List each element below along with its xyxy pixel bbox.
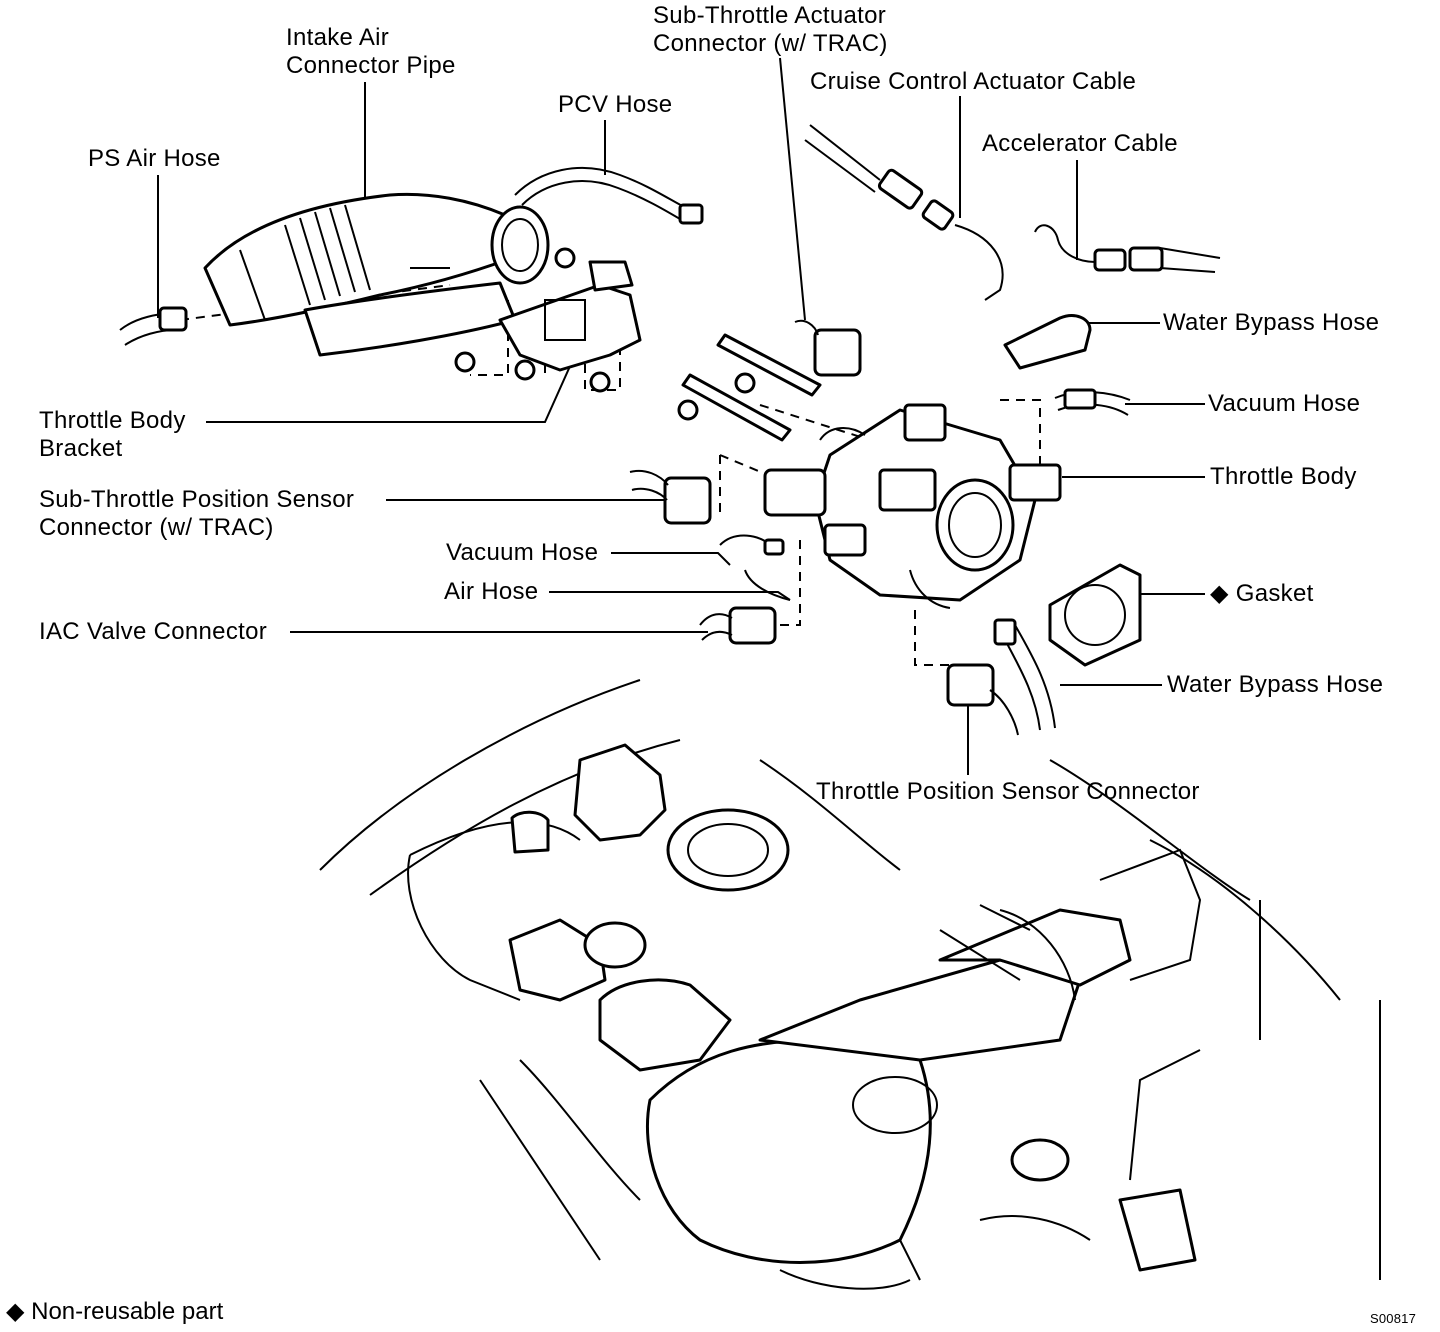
label-iac-valve-connector: IAC Valve Connector [39, 618, 268, 645]
label-line-2: Connector Pipe [286, 52, 456, 79]
iac-valve-connector-part [699, 606, 777, 645]
label-throttle-body-bracket: Throttle Body Bracket [39, 407, 186, 463]
sub-throttle-actuator-connector-part [677, 319, 862, 442]
sub-throttle-position-sensor-connector-part [629, 469, 712, 525]
label-sub-throttle-position-sensor-connector: Sub-Throttle Position Sensor Connector (… [39, 486, 354, 542]
water-bypass-hose-upper-part [1003, 314, 1092, 370]
label-cruise-control-actuator-cable: Cruise Control Actuator Cable [810, 68, 1137, 95]
label-water-bypass-hose-lower: Water Bypass Hose [1167, 671, 1384, 698]
accelerator-cable-part [1034, 224, 1221, 273]
label-line-1: Sub-Throttle Position Sensor [39, 486, 355, 513]
pcv-hose-part [514, 167, 704, 225]
label-accelerator-cable: Accelerator Cable [982, 130, 1178, 157]
label-line-2: Connector (w/ TRAC) [653, 30, 888, 57]
throttle-position-sensor-connector-part [946, 663, 1019, 736]
label-line-1: Sub-Throttle Actuator [653, 2, 887, 29]
label-throttle-position-sensor-connector: Throttle Position Sensor Connector [816, 778, 1200, 805]
gasket-part [1048, 563, 1142, 667]
label-water-bypass-hose-upper: Water Bypass Hose [1163, 309, 1380, 336]
label-line-1: Throttle Body [39, 407, 186, 434]
label-sub-throttle-actuator-connector: Sub-Throttle Actuator Connector (w/ TRAC… [653, 2, 888, 58]
ps-air-hose-part [119, 306, 188, 346]
small-hoses-part [719, 534, 791, 601]
throttle-body-bracket-part [454, 247, 642, 393]
label-line-1: Intake Air [286, 24, 390, 51]
water-bypass-hose-lower-part [993, 618, 1056, 731]
label-line-2: Connector (w/ TRAC) [39, 514, 274, 541]
leader-lines [157, 57, 1205, 775]
throttle-body-part [763, 403, 1062, 609]
vacuum-hose-right-part [1054, 388, 1131, 416]
label-air-hose: Air Hose [444, 578, 539, 605]
label-pcv-hose: PCV Hose [558, 91, 673, 118]
label-ps-air-hose: PS Air Hose [88, 145, 221, 172]
label-gasket: ◆ Gasket [1210, 580, 1314, 607]
label-line-2: Bracket [39, 435, 123, 462]
label-vacuum-hose-left: Vacuum Hose [446, 539, 599, 566]
label-vacuum-hose-right: Vacuum Hose [1208, 390, 1361, 417]
intake-air-connector-pipe-part [203, 192, 550, 357]
legend-non-reusable-part: ◆ Non-reusable part [6, 1298, 224, 1325]
cruise-control-cable-part [804, 124, 1004, 301]
label-intake-air-connector-pipe: Intake Air Connector Pipe [286, 24, 456, 80]
engine-bay-drawing [319, 679, 1381, 1290]
label-throttle-body: Throttle Body [1210, 463, 1357, 490]
figure-id: S00817 [1370, 1311, 1417, 1326]
